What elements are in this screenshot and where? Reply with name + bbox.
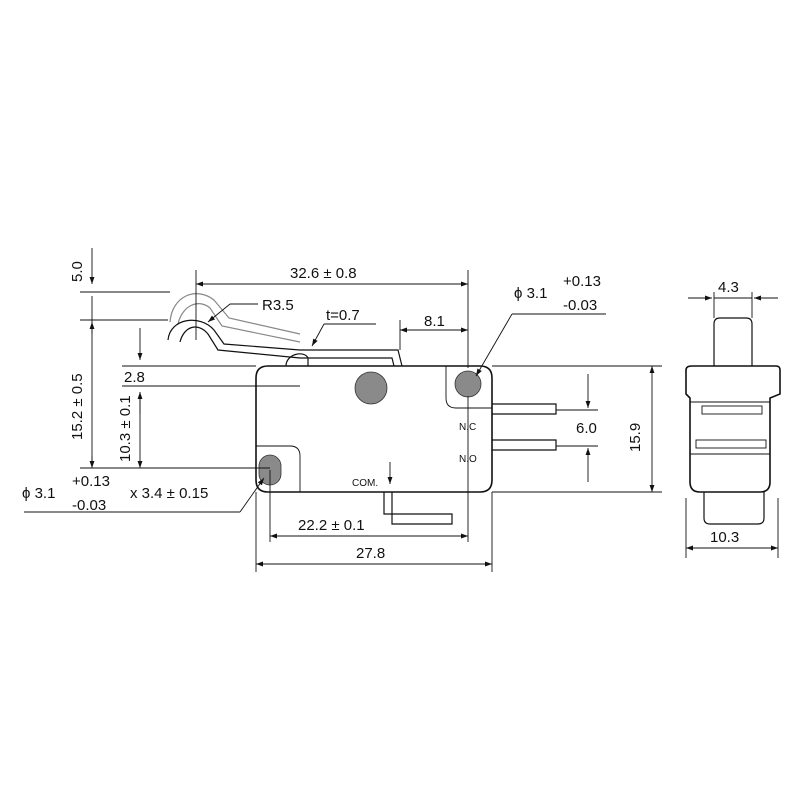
- dim-lever-height: 15.2 ± 0.5: [69, 373, 86, 440]
- dim-hole-height: 10.3 ± 0.1: [117, 395, 134, 462]
- switch-body: [255, 365, 493, 493]
- dim-lever-offset: 8.1: [424, 313, 445, 330]
- terminal-no: [492, 439, 557, 451]
- dim-body-height: 15.9: [627, 423, 644, 452]
- plunger: [285, 353, 309, 367]
- dim-overall-length: 32.6 ± 0.8: [290, 265, 357, 282]
- dim-hole-top-tol-plus: +0.13: [563, 273, 601, 290]
- center-hole: [354, 371, 388, 405]
- side-body: [685, 365, 781, 493]
- dim-hole-bot-dia: ϕ 3.1: [22, 485, 55, 502]
- lever: [167, 319, 403, 367]
- label-com: COM.: [352, 478, 378, 489]
- side-view: 4.3 10.3: [685, 279, 781, 558]
- dim-side-width-top: 4.3: [718, 279, 739, 296]
- side-plunger: [713, 317, 753, 366]
- dim-slot: x 3.4 ± 0.15: [130, 485, 208, 502]
- dim-body-length: 27.8: [356, 545, 385, 562]
- dim-overtravel: 5.0: [69, 261, 86, 282]
- dim-hole-top-dia: ϕ 3.1: [514, 285, 547, 302]
- dim-thickness: t=0.7: [326, 307, 360, 324]
- dimensions: 5.0 32.6 ± 0.8 R3.5 t=0.7 8.1 ϕ 3.1 +0.1…: [22, 248, 662, 572]
- dim-hole-bot-tol-minus: -0.03: [72, 497, 106, 514]
- dim-hole-spacing: 22.2 ± 0.1: [298, 517, 365, 534]
- dim-side-width-bottom: 10.3: [710, 529, 739, 546]
- dim-step: 2.8: [124, 369, 145, 386]
- dim-terminal-pitch: 6.0: [576, 420, 597, 437]
- dim-hole-bot-tol-plus: +0.13: [72, 473, 110, 490]
- dim-radius: R3.5: [262, 297, 294, 314]
- dim-hole-top-tol-minus: -0.03: [563, 297, 597, 314]
- terminal-nc: [492, 403, 557, 415]
- side-terminal: [703, 492, 765, 525]
- terminal-com: [383, 492, 453, 525]
- front-view: N.C N.O COM.: [167, 293, 557, 525]
